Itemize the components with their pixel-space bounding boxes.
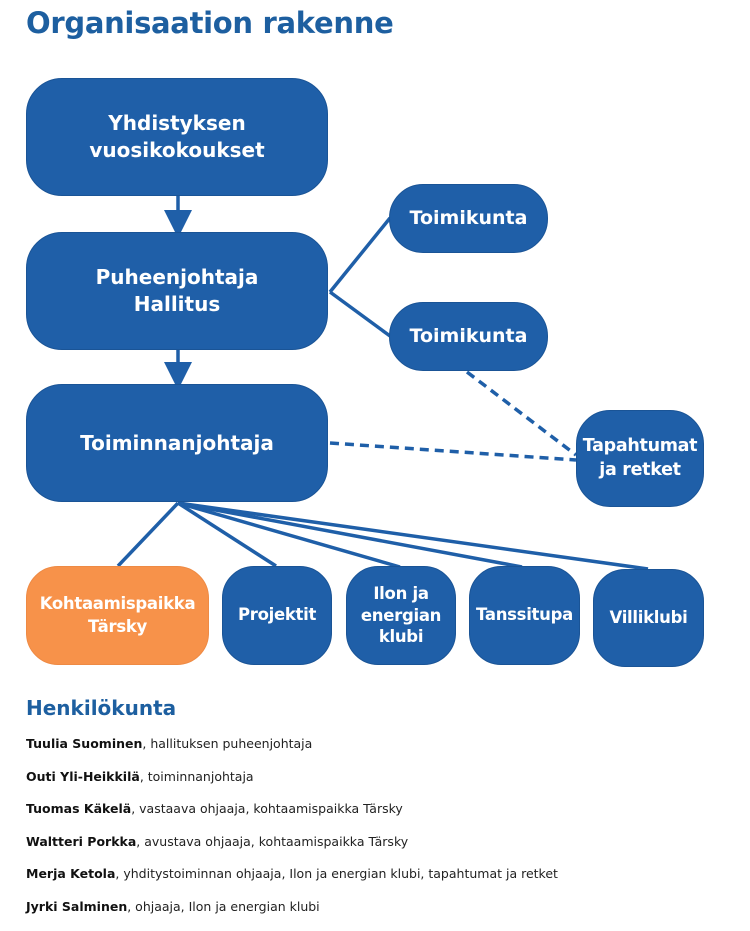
staff-role: , toiminnanjohtaja: [140, 769, 254, 784]
node-annual-meeting: Yhdistyksen vuosikokoukset: [26, 78, 328, 196]
staff-role: , avustava ohjaaja, kohtaamispaikka Tärs…: [136, 834, 408, 849]
node-unit-tanssitupa: Tanssitupa: [469, 566, 580, 665]
staff-member: Jyrki Salminen, ohjaaja, Ilon ja energia…: [26, 899, 558, 931]
staff-list: Tuulia Suominen, hallituksen puheenjohta…: [26, 736, 558, 931]
staff-role: , ohjaaja, Ilon ja energian klubi: [127, 899, 319, 914]
staff-heading: Henkilökunta: [26, 696, 176, 720]
node-committee-1: Toimikunta: [389, 184, 548, 253]
node-label: Villiklubi: [610, 607, 688, 629]
line-board-committee-1: [330, 218, 390, 292]
node-label: Tärsky: [88, 617, 147, 636]
node-label: Yhdistyksen: [108, 111, 245, 135]
node-label: Toimikunta: [410, 324, 528, 350]
node-label: ja retket: [599, 460, 680, 480]
node-label: Ilon ja: [373, 584, 428, 603]
staff-member: Tuomas Käkelä, vastaava ohjaaja, kohtaam…: [26, 801, 558, 834]
line-director-unit-5: [178, 503, 648, 569]
node-label: vuosikokoukset: [89, 138, 264, 162]
line-director-unit-3: [178, 503, 400, 567]
node-label: Toimikunta: [410, 206, 528, 232]
line-director-unit-1: [118, 503, 178, 566]
node-events: Tapahtumat ja retket: [576, 410, 704, 507]
staff-name: Tuomas Käkelä: [26, 801, 131, 816]
node-unit-ilon-ja-energian-klubi: Ilon ja energian klubi: [346, 566, 456, 665]
node-director: Toiminnanjohtaja: [26, 384, 328, 502]
node-label: Tapahtumat: [583, 436, 698, 456]
node-label: Hallitus: [134, 292, 221, 316]
staff-name: Tuulia Suominen: [26, 736, 142, 751]
dashed-committee-events: [467, 372, 576, 455]
node-label: klubi: [379, 627, 423, 646]
staff-role: , yhditystoiminnan ohjaaja, Ilon ja ener…: [115, 866, 558, 881]
staff-role: , hallituksen puheenjohtaja: [142, 736, 312, 751]
node-label: Toiminnanjohtaja: [80, 430, 274, 457]
staff-name: Jyrki Salminen: [26, 899, 127, 914]
staff-name: Merja Ketola: [26, 866, 115, 881]
staff-member: Tuulia Suominen, hallituksen puheenjohta…: [26, 736, 558, 769]
node-committee-2: Toimikunta: [389, 302, 548, 371]
staff-member: Outi Yli-Heikkilä, toiminnanjohtaja: [26, 769, 558, 802]
node-label: Tanssitupa: [476, 604, 573, 626]
staff-member: Waltteri Porkka, avustava ohjaaja, kohta…: [26, 834, 558, 867]
line-board-committee-2: [330, 292, 390, 336]
staff-member: Merja Ketola, yhditystoiminnan ohjaaja, …: [26, 866, 558, 899]
node-label: energian: [361, 606, 441, 625]
staff-role: , vastaava ohjaaja, kohtaamispaikka Tärs…: [131, 801, 403, 816]
node-label: Kohtaamispaikka: [40, 594, 196, 613]
staff-name: Outi Yli-Heikkilä: [26, 769, 140, 784]
dashed-director-events: [330, 443, 576, 460]
node-unit-projektit: Projektit: [222, 566, 332, 665]
node-label: Puheenjohtaja: [96, 265, 259, 289]
staff-name: Waltteri Porkka: [26, 834, 136, 849]
node-label: Projektit: [238, 604, 316, 626]
node-unit-villiklubi: Villiklubi: [593, 569, 704, 667]
